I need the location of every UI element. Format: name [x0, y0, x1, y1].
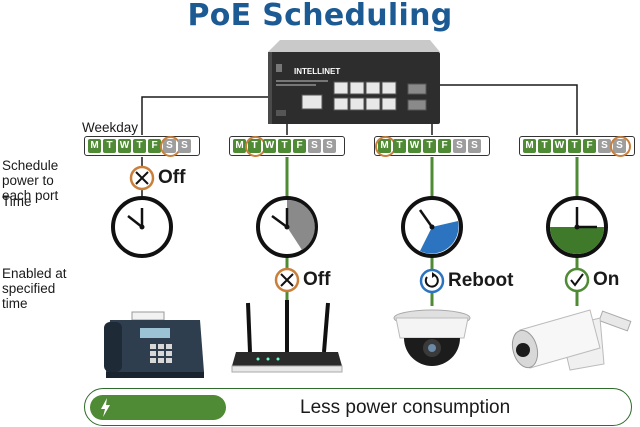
- wireless-router: [231, 300, 343, 373]
- day-pill[interactable]: T: [278, 139, 291, 153]
- fax-machine: [104, 311, 204, 378]
- day-pill[interactable]: M: [88, 139, 101, 153]
- day-pill[interactable]: M: [233, 139, 246, 153]
- day-pill[interactable]: S: [178, 139, 191, 153]
- weekday-label: Weekday: [82, 120, 139, 135]
- status-text-4: On: [593, 269, 620, 290]
- day-pill[interactable]: S: [468, 139, 481, 153]
- day-pill[interactable]: W: [553, 139, 566, 153]
- day-pill[interactable]: S: [308, 139, 321, 153]
- enabled-label: Enabled at specified time: [2, 266, 67, 311]
- day-pill[interactable]: T: [103, 139, 116, 153]
- day-pill[interactable]: F: [148, 139, 161, 153]
- day-pill[interactable]: T: [133, 139, 146, 153]
- day-pill[interactable]: T: [245, 136, 266, 157]
- bullet-camera: [511, 309, 632, 371]
- day-pill[interactable]: S: [598, 139, 611, 153]
- status-text-2: Off: [303, 269, 331, 290]
- status-text-3: Reboot: [448, 270, 514, 291]
- reboot-icon: [419, 268, 445, 294]
- day-pill[interactable]: T: [538, 139, 551, 153]
- status-text-1: Off: [158, 167, 186, 188]
- day-pill[interactable]: M: [523, 139, 536, 153]
- check-icon: [564, 267, 590, 293]
- time-label: Time: [2, 194, 32, 209]
- day-pill[interactable]: T: [423, 139, 436, 153]
- x-icon: [129, 165, 155, 191]
- schedule-label: Schedule power to each port: [2, 158, 59, 203]
- day-pill[interactable]: F: [583, 139, 596, 153]
- day-pill[interactable]: S: [323, 139, 336, 153]
- clock-2: [256, 196, 318, 258]
- day-pill[interactable]: F: [293, 139, 306, 153]
- power-bar: [90, 395, 226, 420]
- day-pill[interactable]: W: [118, 139, 131, 153]
- banner-text: Less power consumption: [300, 397, 511, 418]
- x-icon: [274, 267, 300, 293]
- day-pill[interactable]: M: [375, 136, 396, 157]
- day-pill[interactable]: T: [568, 139, 581, 153]
- clock-4: [546, 196, 608, 258]
- day-pill[interactable]: S: [610, 136, 631, 157]
- switch-brand: INTELLINET: [294, 67, 340, 76]
- poe-switch: INTELLINET: [268, 40, 440, 124]
- clock-1: [111, 196, 173, 258]
- page-title: PoE Scheduling: [187, 0, 453, 33]
- day-pill[interactable]: S: [160, 136, 181, 157]
- dome-camera: [393, 309, 471, 366]
- lightning-icon: [101, 398, 110, 417]
- day-pill[interactable]: W: [263, 139, 276, 153]
- day-pill[interactable]: T: [393, 139, 406, 153]
- clock-3: [401, 196, 463, 258]
- day-pill[interactable]: F: [438, 139, 451, 153]
- day-pill[interactable]: S: [453, 139, 466, 153]
- day-pill[interactable]: W: [408, 139, 421, 153]
